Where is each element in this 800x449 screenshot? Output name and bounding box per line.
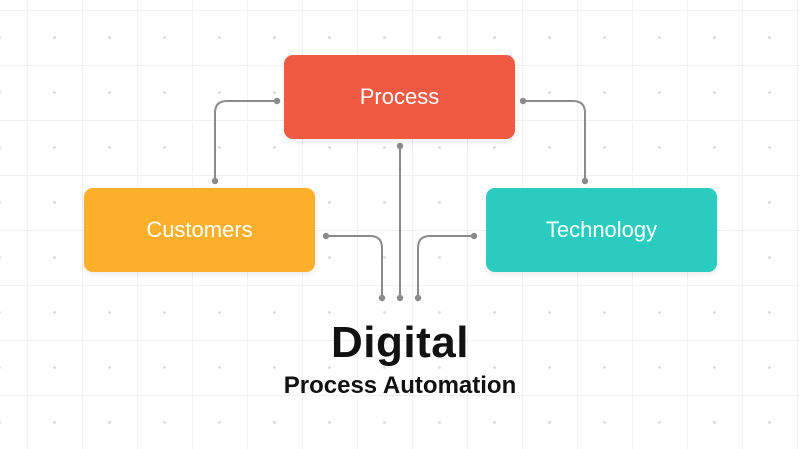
customers-node: Customers	[84, 188, 315, 272]
diagram-subtitle: Process Automation	[283, 372, 517, 399]
process-node: Process	[284, 55, 515, 139]
diagram-title: Digital	[331, 318, 469, 367]
process-node-label: Process	[359, 84, 440, 109]
customers-node-label: Customers	[146, 217, 253, 242]
technology-node-label: Technology	[545, 217, 658, 242]
technology-node: Technology	[486, 188, 717, 272]
